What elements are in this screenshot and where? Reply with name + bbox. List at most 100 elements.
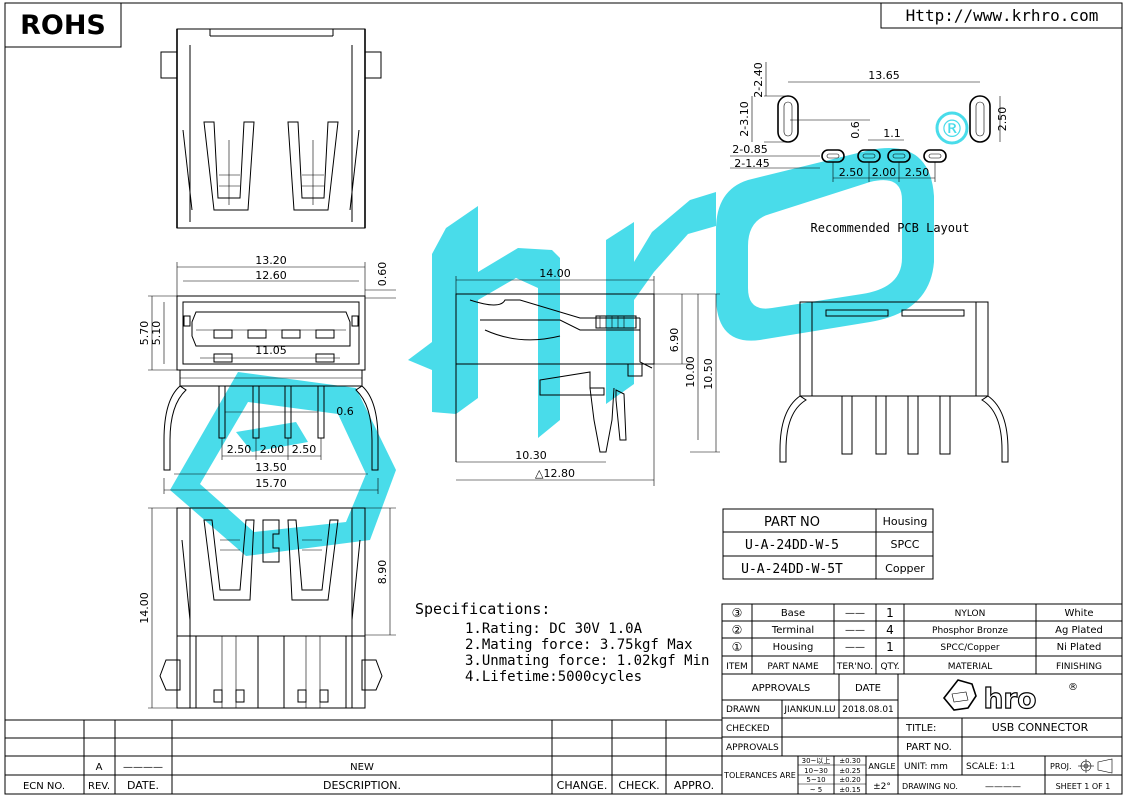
drawing-title: USB CONNECTOR [992, 721, 1089, 734]
pcb-layout: 13.65 2-2.40 2-3.10 0.6 1.1 2.50 [730, 62, 1009, 235]
check-header: CHECK. [618, 779, 659, 792]
hro-watermark-logo: ® [170, 111, 969, 556]
part-no-label: PART NO. [906, 742, 952, 753]
spec-heading: Specifications: [415, 600, 550, 618]
dim-10-30: 10.30 [515, 449, 547, 462]
dim-11-05: 11.05 [255, 344, 287, 357]
title-block: APPROVALS DATE DRAWN JIANKUN.LU 2018.08.… [721, 673, 1123, 795]
projection-symbol-icon [1078, 758, 1113, 774]
sheet-border [4, 2, 1123, 795]
pcb-pad-4 [923, 149, 947, 163]
description-header: DESCRIPTION. [323, 779, 401, 792]
watermark-registered-mark: ® [935, 111, 969, 145]
dim-1-1: 1.1 [883, 127, 901, 140]
dim-2-3-10: 2-3.10 [738, 101, 751, 136]
housing-header: Housing [883, 515, 928, 528]
dim-0-6: 0.6 [336, 405, 354, 418]
dim-2-50-right: 2.50 [292, 443, 317, 456]
bom-header-ter: TER'NO. [836, 662, 873, 672]
dim-pcb-2-50-slot: 2.50 [996, 107, 1009, 132]
rev-description-value: NEW [350, 762, 374, 773]
back-view [779, 301, 1009, 463]
hro-logo: hro ® [942, 679, 1078, 716]
date-header: DATE [855, 683, 881, 694]
rev-value: A [96, 762, 103, 773]
side-view: 14.00 10.30 △12.80 6.90 10.00 10.50 [455, 267, 720, 486]
bom-row-1-item: ③ [732, 606, 743, 620]
dim-2-1-45: 2-1.45 [734, 157, 769, 170]
bom-row-1-material: NYLON [955, 609, 986, 619]
dim-10-00: 10.00 [684, 356, 697, 388]
part-no-header: PART NO [764, 515, 820, 530]
bom-table: ③ Base —— 1 NYLON White ② Terminal —— 4 … [721, 603, 1123, 675]
pcb-slot-right [969, 95, 991, 143]
bom-row-3-name: Housing [773, 642, 814, 653]
dim-12-60: 12.60 [255, 269, 287, 282]
bom-row-2-finishing: Ag Plated [1055, 625, 1103, 636]
bom-header-qty: QTY. [880, 662, 899, 672]
dim-15-70: 15.70 [255, 477, 287, 490]
bom-row-2-qty: 4 [886, 623, 894, 637]
dim-0-60: 0.60 [376, 262, 389, 287]
tol-value-1: ±0.30 [839, 757, 860, 765]
dim-pcb-0-6: 0.6 [849, 121, 862, 139]
bom-row-3-ter: —— [845, 642, 865, 653]
part-no-row-1: U-A-24DD-W-5 [745, 538, 839, 553]
housing-row-1: SPCC [891, 538, 920, 551]
change-header: CHANGE. [557, 779, 608, 792]
proj-label: PROJ. [1050, 762, 1072, 771]
dim-13-20: 13.20 [255, 254, 287, 267]
watermark-letter-r [606, 192, 716, 404]
rev-header: REV. [88, 781, 110, 792]
tolerances-label: TOLERANCES ARE [723, 771, 796, 780]
pcb-slot-left [777, 95, 799, 143]
spec-rating: 1.Rating: DC 30V 1.0A [465, 621, 643, 637]
bom-row-1-finishing: White [1064, 608, 1093, 619]
dim-12-80: △12.80 [535, 467, 575, 480]
bom-row-1-ter: —— [845, 608, 865, 619]
drawing-no-label: DRAWING NO. [902, 782, 958, 791]
dim-5-70: 5.70 [138, 321, 151, 346]
spec-unmating-force: 3.Unmating force: 1.02kgf Min [465, 653, 709, 669]
bom-row-3-qty: 1 [886, 640, 894, 654]
bom-row-3-finishing: Ni Plated [1057, 642, 1102, 653]
drawn-date: 2018.08.01 [842, 705, 894, 715]
dim-8-90: 8.90 [376, 560, 389, 585]
bom-row-3-item: ① [732, 640, 743, 654]
bom-header-finishing: FINISHING [1056, 662, 1102, 672]
rohs-label: ROHS [20, 10, 106, 41]
rohs-box: ROHS [4, 2, 122, 48]
tol-range-3: 5~10 [806, 776, 825, 784]
spec-lifetime: 4.Lifetime:5000cycles [465, 669, 642, 685]
tol-value-3: ±0.20 [839, 776, 860, 784]
drawn-by: JIANKUN.LU [783, 705, 835, 715]
specifications: Specifications: 1.Rating: DC 30V 1.0A 2.… [415, 600, 709, 685]
dim-13-65: 13.65 [868, 69, 900, 82]
watermark-emblem [170, 372, 396, 556]
bom-row-2-item: ② [732, 623, 743, 637]
drawing-no: ———— [985, 782, 1021, 792]
watermark-letter-o [716, 147, 934, 341]
part-no-row-2: U-A-24DD-W-5T [741, 562, 843, 577]
bom-header-material: MATERIAL [948, 662, 993, 672]
angle-value: ±2° [873, 782, 891, 792]
front-view: 13.20 12.60 0.60 5.70 5.10 11.05 [138, 254, 396, 494]
approvals-header: APPROVALS [752, 683, 811, 694]
hro-logo-reg: ® [1068, 682, 1078, 693]
dim-2-2-40: 2-2.40 [752, 62, 765, 97]
dim-13-50: 13.50 [255, 461, 287, 474]
part-number-table: PART NO Housing U-A-24DD-W-5 SPCC U-A-24… [722, 508, 934, 580]
bom-row-2-ter: —— [845, 625, 865, 636]
housing-row-2: Copper [885, 562, 925, 575]
tol-range-2: 10~30 [804, 767, 828, 775]
rev-date-value: ———— [123, 762, 163, 773]
ecn-no-header: ECN NO. [23, 781, 65, 792]
dim-5-10: 5.10 [150, 321, 163, 346]
spec-mating-force: 2.Mating force: 3.75kgf Max [465, 637, 693, 653]
revision-block: A ———— NEW ECN NO. REV. DATE. DESCRIPTIO… [5, 719, 723, 794]
tol-range-4: ~ 5 [810, 786, 823, 794]
dim-10-50: 10.50 [702, 358, 715, 390]
dim-pcb-2-50-a: 2.50 [839, 166, 864, 179]
appro-header: APPRO. [674, 779, 714, 792]
website-url: Http://www.krhro.com [906, 6, 1099, 25]
